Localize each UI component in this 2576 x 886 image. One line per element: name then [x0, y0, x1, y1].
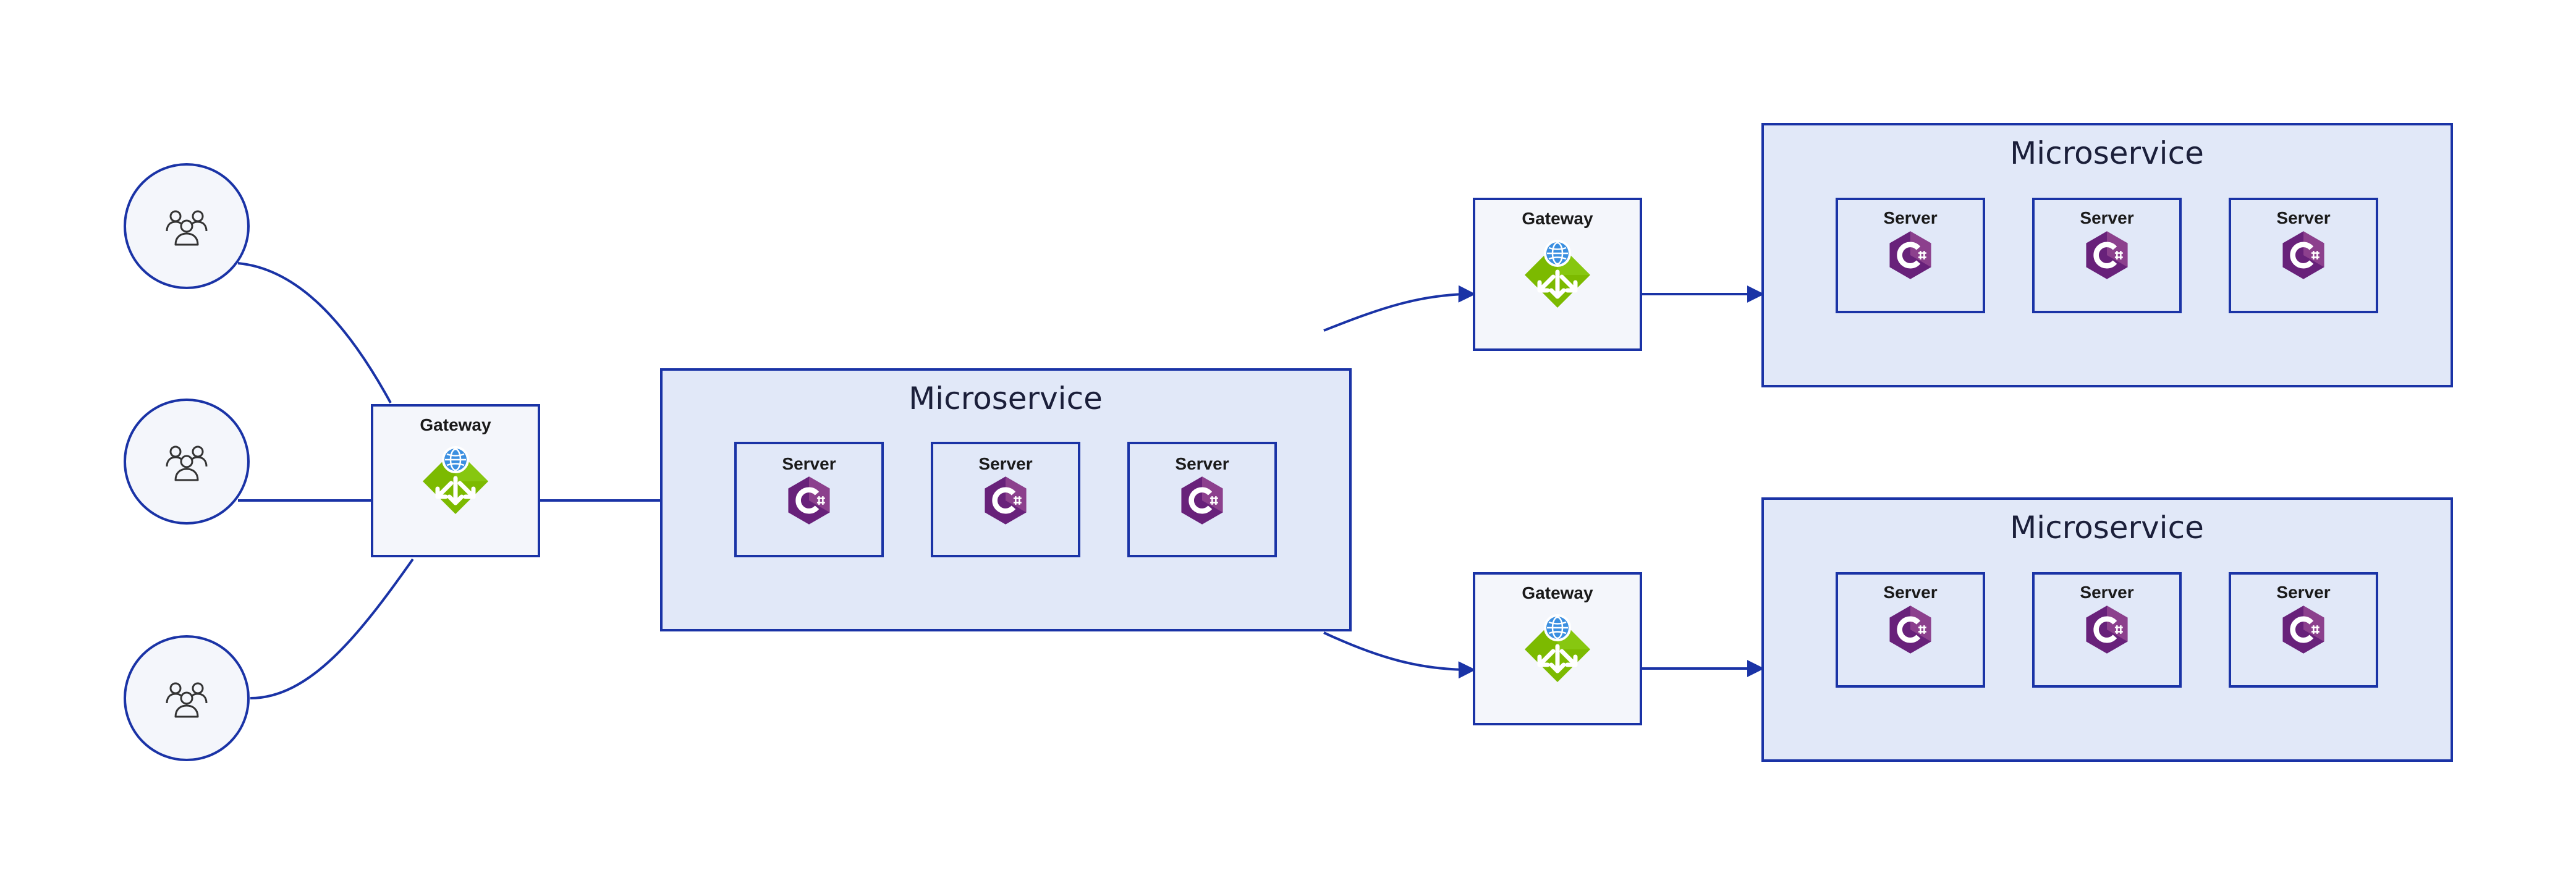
server-label: Server [782, 454, 836, 473]
user-group-1 [124, 163, 250, 289]
server-box: Server [1836, 198, 1985, 313]
gateway-main: Gateway [371, 404, 540, 557]
server-label: Server [1883, 208, 1937, 227]
server-label: Server [2080, 583, 2133, 602]
microservice-central: Microservice Server Server Server [660, 368, 1352, 631]
connector-to-lower-gateway [1323, 631, 1476, 679]
microservice-lower: Microservice Server Server Server [1761, 497, 2453, 762]
connector-user1-to-gateway [237, 262, 392, 403]
microservice-label: Microservice [2010, 510, 2204, 546]
user-group-2 [124, 399, 250, 525]
gateway-label: Gateway [420, 415, 491, 434]
gateway-label: Gateway [1522, 583, 1593, 602]
microservice-label: Microservice [2010, 135, 2204, 171]
server-box: Server [1127, 442, 1277, 557]
server-box: Server [931, 442, 1080, 557]
connector-user3-to-gateway [250, 558, 414, 699]
server-box: Server [2032, 198, 2182, 313]
server-box: Server [2229, 572, 2378, 688]
gateway-label: Gateway [1522, 209, 1593, 228]
server-box: Server [2032, 572, 2182, 688]
microservice-upper: Microservice Server Server Server [1761, 123, 2453, 387]
user-group-3 [124, 635, 250, 761]
server-box: Server [1836, 572, 1985, 688]
gateway-upper: Gateway [1473, 198, 1642, 351]
connections [237, 262, 1765, 699]
microservice-label: Microservice [909, 381, 1103, 416]
server-label: Server [2276, 208, 2330, 227]
server-label: Server [2276, 583, 2330, 602]
server-label: Server [2080, 208, 2133, 227]
server-label: Server [978, 454, 1032, 473]
server-label: Server [1175, 454, 1229, 473]
server-box: Server [734, 442, 884, 557]
gateway-lower: Gateway [1473, 572, 1642, 725]
server-label: Server [1883, 583, 1937, 602]
connector-to-upper-gateway [1323, 285, 1476, 332]
server-box: Server [2229, 198, 2378, 313]
